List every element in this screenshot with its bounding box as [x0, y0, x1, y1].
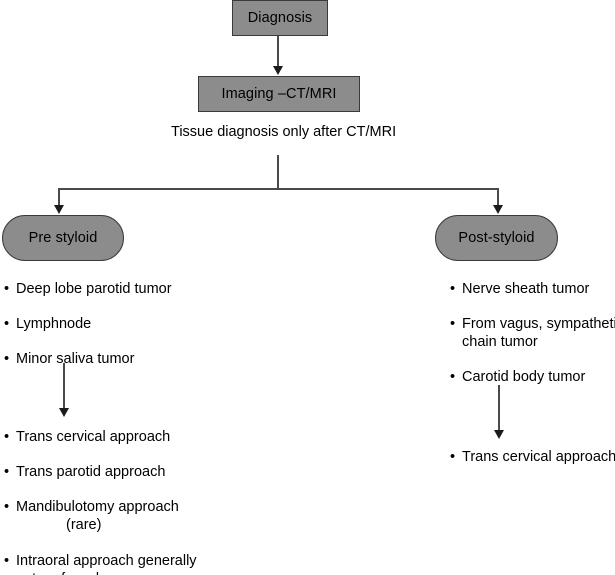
list-pre-styloid-approaches: • Trans cervical approach • Trans parotid a…: [3, 428, 233, 575]
list-item-label: Carotid body tumor: [462, 369, 586, 386]
list-item-label: From vagus, sympathetic: [462, 316, 615, 333]
list-item: • Trans cervical approach: [449, 448, 615, 466]
list-item-label-qualifier: (rare): [66, 517, 102, 534]
bullet-dot-icon: •: [450, 316, 456, 333]
node-pre-styloid[interactable]: Pre styloid: [2, 215, 124, 261]
list-item-label: Lymphnode: [16, 316, 92, 333]
list-item: • Lymphnode: [3, 315, 233, 333]
bullet-dot-icon: •: [4, 351, 10, 368]
bullet-dot-icon: •: [4, 281, 10, 297]
connector-split-bar: [58, 188, 499, 190]
node-diagnosis-label: Diagnosis: [247, 10, 313, 26]
list-item: • Trans cervical approach: [3, 428, 233, 446]
arrowhead-post-approaches: [494, 430, 504, 439]
list-item-label-continuation: chain tumor: [462, 334, 538, 351]
caption-tissue-diagnosis: Tissue diagnosis only after CT/MRI: [171, 124, 397, 140]
list-item: • Deep lobe parotid tumor: [3, 280, 233, 298]
list-item: • Nerve sheath tumor: [449, 280, 615, 298]
bullet-dot-icon: •: [450, 281, 456, 297]
bullet-dot-icon: •: [4, 552, 10, 569]
list-item: • Intraoral approach generallynot preferr…: [3, 552, 233, 575]
connector-diagnosis-to-imaging: [277, 36, 279, 69]
node-imaging-label: Imaging –CT/MRI: [221, 86, 337, 102]
list-item-label: Trans cervical approach: [462, 449, 615, 465]
arrowhead-pre-approaches: [59, 408, 69, 417]
list-item: • Trans parotid approach: [3, 463, 233, 481]
connector-pre-types-to-approaches: [63, 363, 65, 411]
list-pre-styloid-types: • Deep lobe parotid tumor • Lymphnode • Minor…: [3, 280, 233, 385]
list-item-label-continuation: not preferred: [16, 570, 233, 575]
list-item-label: Intraoral approach generally: [16, 552, 197, 569]
node-post-styloid-label: Post-styloid: [458, 230, 535, 246]
list-item: • Minor saliva tumor: [3, 350, 233, 368]
bullet-dot-icon: •: [4, 499, 10, 516]
bullet-dot-icon: •: [450, 369, 456, 386]
arrowhead-diagnosis-to-imaging: [273, 66, 283, 75]
connector-split-stem: [277, 155, 279, 189]
node-imaging[interactable]: Imaging –CT/MRI: [198, 76, 360, 112]
list-item-label: Deep lobe parotid tumor: [16, 281, 172, 297]
list-item-label: Trans parotid approach: [16, 464, 166, 481]
arrowhead-to-post-styloid: [493, 205, 503, 214]
list-item-label: Nerve sheath tumor: [462, 281, 590, 297]
list-post-styloid-approaches: • Trans cervical approach: [449, 448, 615, 483]
connector-split-right-drop: [497, 188, 499, 209]
bullet-dot-icon: •: [4, 429, 10, 445]
list-post-styloid-types: • Nerve sheath tumor • From vagus, sympathe…: [449, 280, 615, 404]
list-item: • Carotid body tumor: [449, 368, 615, 386]
bullet-dot-icon: •: [4, 316, 10, 333]
list-item-label: Minor saliva tumor: [16, 351, 135, 368]
node-post-styloid[interactable]: Post-styloid: [435, 215, 558, 261]
connector-split-left-drop: [58, 188, 60, 209]
connector-post-types-to-approaches: [498, 385, 500, 433]
list-item: • Mandibulotomy approach(rare): [3, 498, 233, 534]
list-item-label: Mandibulotomy approach: [16, 499, 179, 516]
node-pre-styloid-label: Pre styloid: [28, 230, 98, 246]
list-item-label: Trans cervical approach: [16, 429, 171, 445]
bullet-dot-icon: •: [450, 449, 456, 465]
bullet-dot-icon: •: [4, 464, 10, 481]
node-diagnosis[interactable]: Diagnosis: [232, 0, 328, 36]
arrowhead-to-pre-styloid: [54, 205, 64, 214]
